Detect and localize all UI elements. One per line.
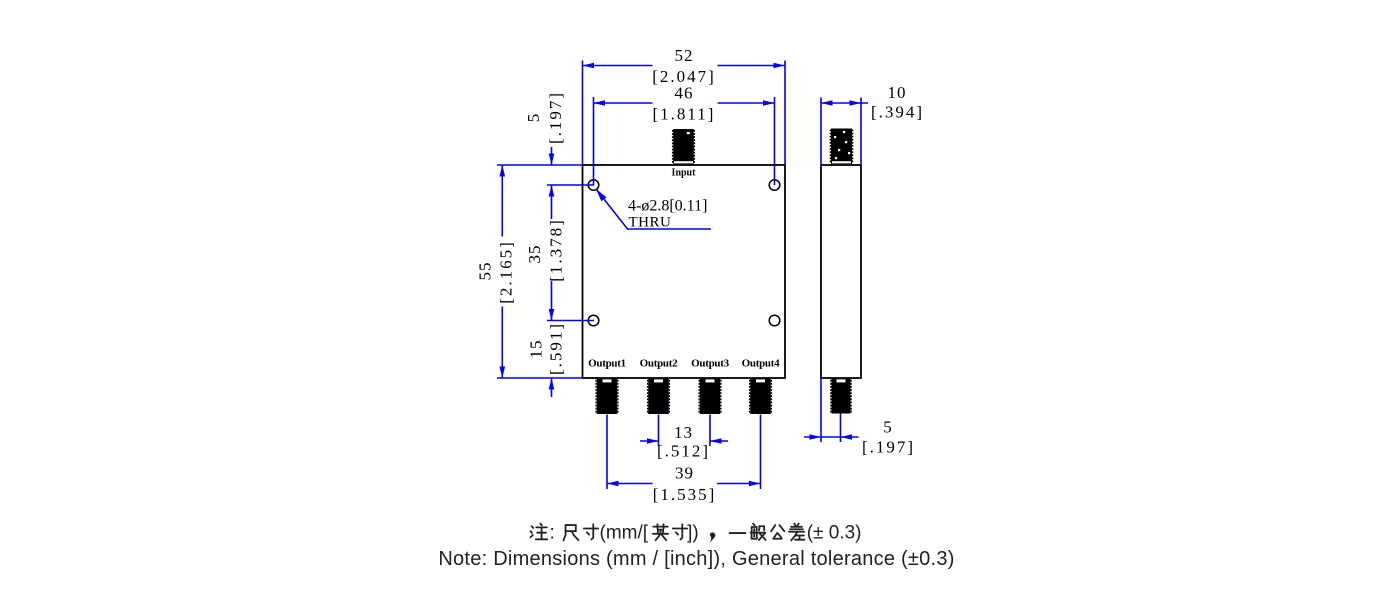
svg-text:[.394]: [.394] <box>871 103 924 122</box>
svg-text:5: 5 <box>883 418 893 437</box>
svg-text:[2.165]: [2.165] <box>497 240 516 304</box>
svg-text:13: 13 <box>674 423 693 442</box>
svg-text:35: 35 <box>525 245 544 264</box>
svg-text:[.197]: [.197] <box>862 438 915 457</box>
svg-text:[.512]: [.512] <box>657 442 710 461</box>
svg-text:(± 0.3): (± 0.3) <box>807 523 862 544</box>
svg-text:]): ]) <box>687 523 699 544</box>
svg-text:[1.811]: [1.811] <box>653 105 716 124</box>
svg-text:[1.535]: [1.535] <box>653 485 717 504</box>
svg-text:[2.047]: [2.047] <box>652 67 716 86</box>
svg-text::: : <box>550 523 555 544</box>
svg-text:[.591]: [.591] <box>547 322 566 375</box>
svg-text:39: 39 <box>675 464 694 483</box>
svg-text:[1.378]: [1.378] <box>547 218 566 282</box>
svg-text:(mm/[: (mm/[ <box>600 523 649 544</box>
svg-text:Output4: Output4 <box>742 358 780 370</box>
svg-text:4-ø2.8[0.11]: 4-ø2.8[0.11] <box>628 198 707 215</box>
svg-text:10: 10 <box>888 83 907 102</box>
svg-text:Output3: Output3 <box>691 358 729 370</box>
svg-text:THRU: THRU <box>629 215 672 231</box>
svg-text:Output2: Output2 <box>640 358 678 370</box>
svg-text:[.197]: [.197] <box>546 91 565 144</box>
svg-text:52: 52 <box>675 46 694 65</box>
svg-text:Note: Dimensions (mm / [inch]): Note: Dimensions (mm / [inch]), General … <box>438 548 954 570</box>
svg-text:5: 5 <box>524 113 543 123</box>
svg-text:Input: Input <box>672 168 697 179</box>
svg-text:55: 55 <box>476 262 495 281</box>
svg-text:15: 15 <box>527 340 546 359</box>
svg-text:Output1: Output1 <box>588 358 626 370</box>
svg-text:46: 46 <box>675 84 694 103</box>
